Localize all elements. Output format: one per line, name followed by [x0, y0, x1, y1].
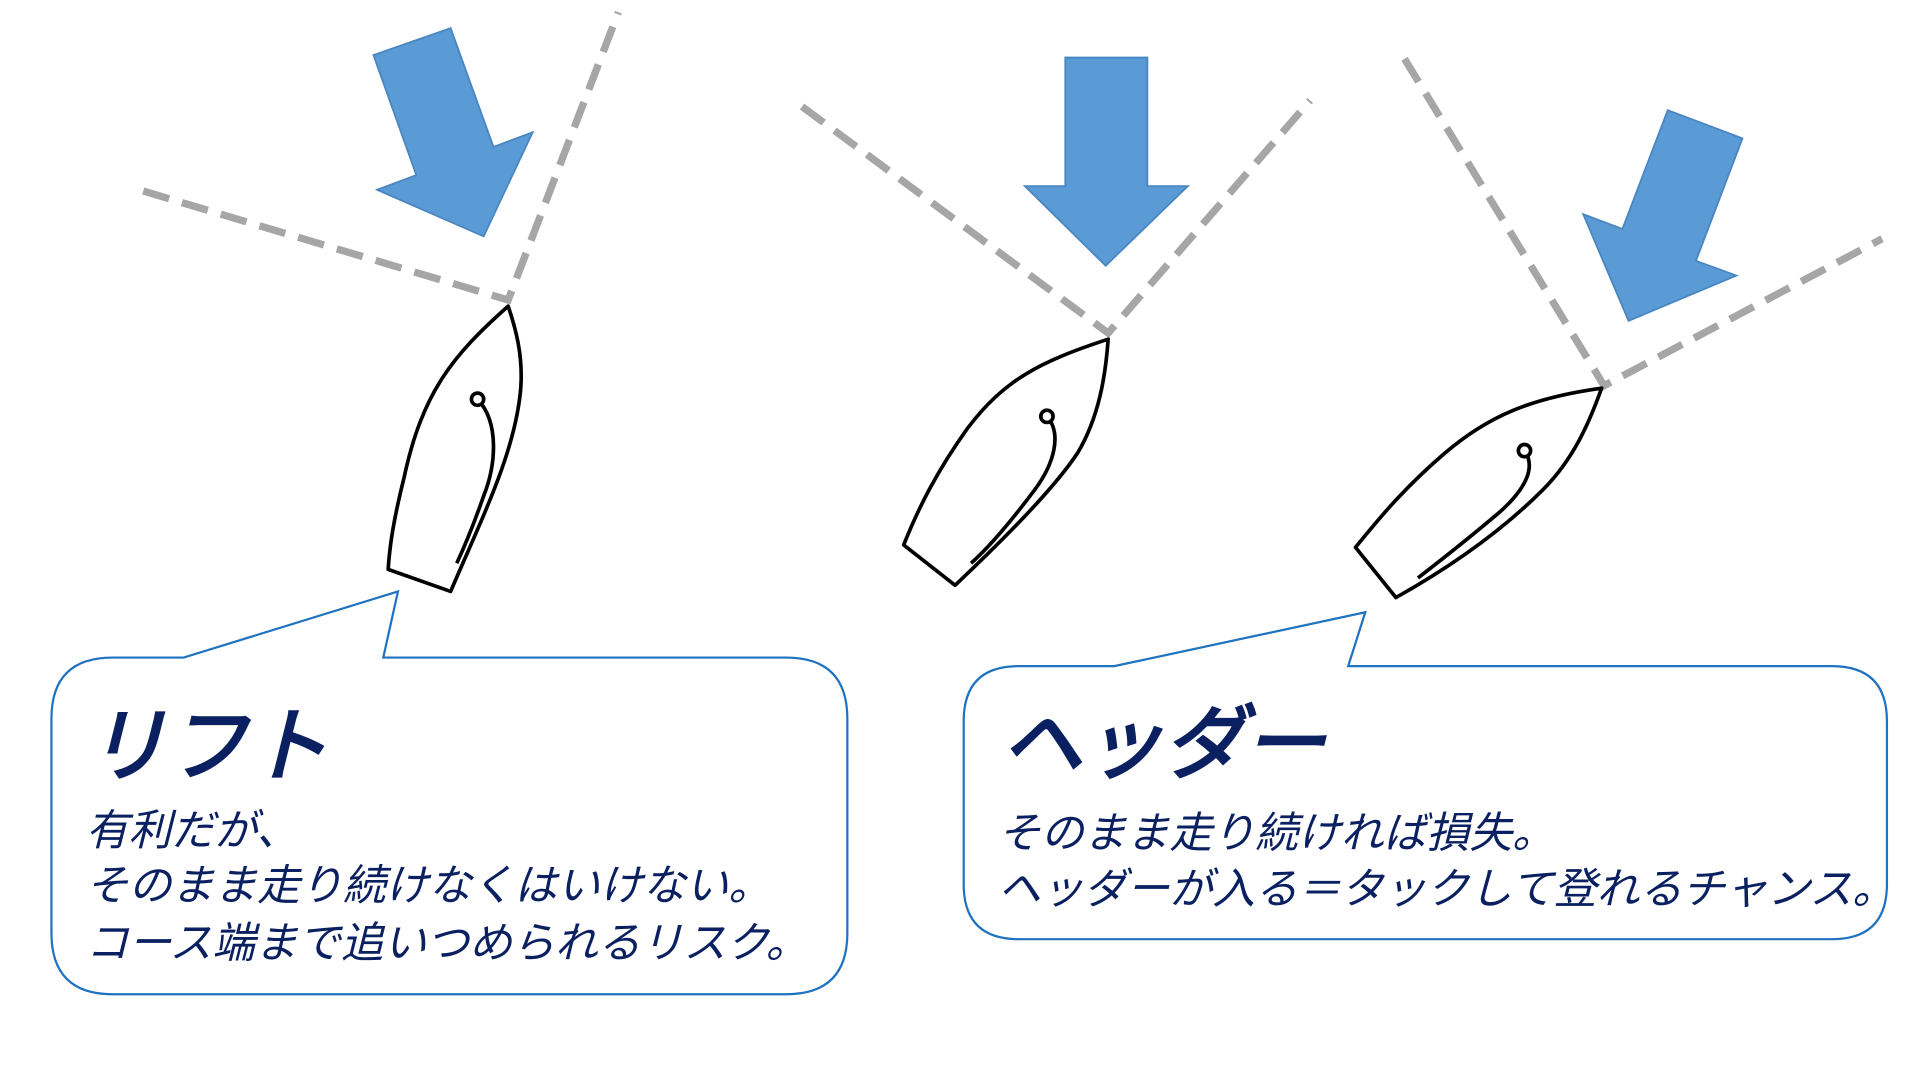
- wind-arrow-icon: [1581, 109, 1744, 323]
- sail-icon: [455, 397, 496, 565]
- header-line-1: そのまま走り続ければ損失。: [998, 808, 1555, 858]
- scene-lift: [142, 10, 622, 594]
- wind-angle-lines: [1401, 56, 1884, 391]
- wind-angle-lines: [799, 97, 1313, 339]
- mast-icon: [1038, 408, 1055, 425]
- lift-line-3: コース端まで追いつめられるリスク。: [86, 919, 809, 969]
- boat-icon: [901, 337, 1110, 588]
- scene-header: [1353, 56, 1884, 600]
- sail-icon: [1416, 449, 1531, 580]
- speech-bubble: [50, 589, 849, 996]
- scene-neutral: [799, 56, 1313, 588]
- mast-icon: [1516, 442, 1533, 459]
- header-line-2: ヘッダーが入る＝タックして登れるチャンス。: [998, 865, 1895, 915]
- sail-icon: [969, 415, 1057, 565]
- mast-icon: [469, 391, 486, 408]
- wind-arrow-icon: [1022, 56, 1191, 267]
- lift-line-2: そのまま走り続けなくはいけない。: [86, 861, 772, 911]
- lift-line-1: 有利だが、: [86, 806, 299, 856]
- lift-title: リフト: [86, 700, 328, 794]
- header-title: ヘッダー: [1002, 697, 1327, 791]
- wind-angle-lines: [142, 10, 622, 305]
- callout-header: ヘッダー そのまま走り続ければ損失。 ヘッダーが入る＝タックして登れるチャンス。: [962, 610, 1895, 941]
- boat-icon: [1353, 386, 1604, 600]
- wind-arrow-icon: [372, 26, 535, 238]
- boat-icon: [386, 304, 523, 594]
- speech-bubble: [962, 610, 1889, 941]
- callout-lift: リフト 有利だが、 そのまま走り続けなくはいけない。 コース端まで追いつめられる…: [50, 589, 849, 996]
